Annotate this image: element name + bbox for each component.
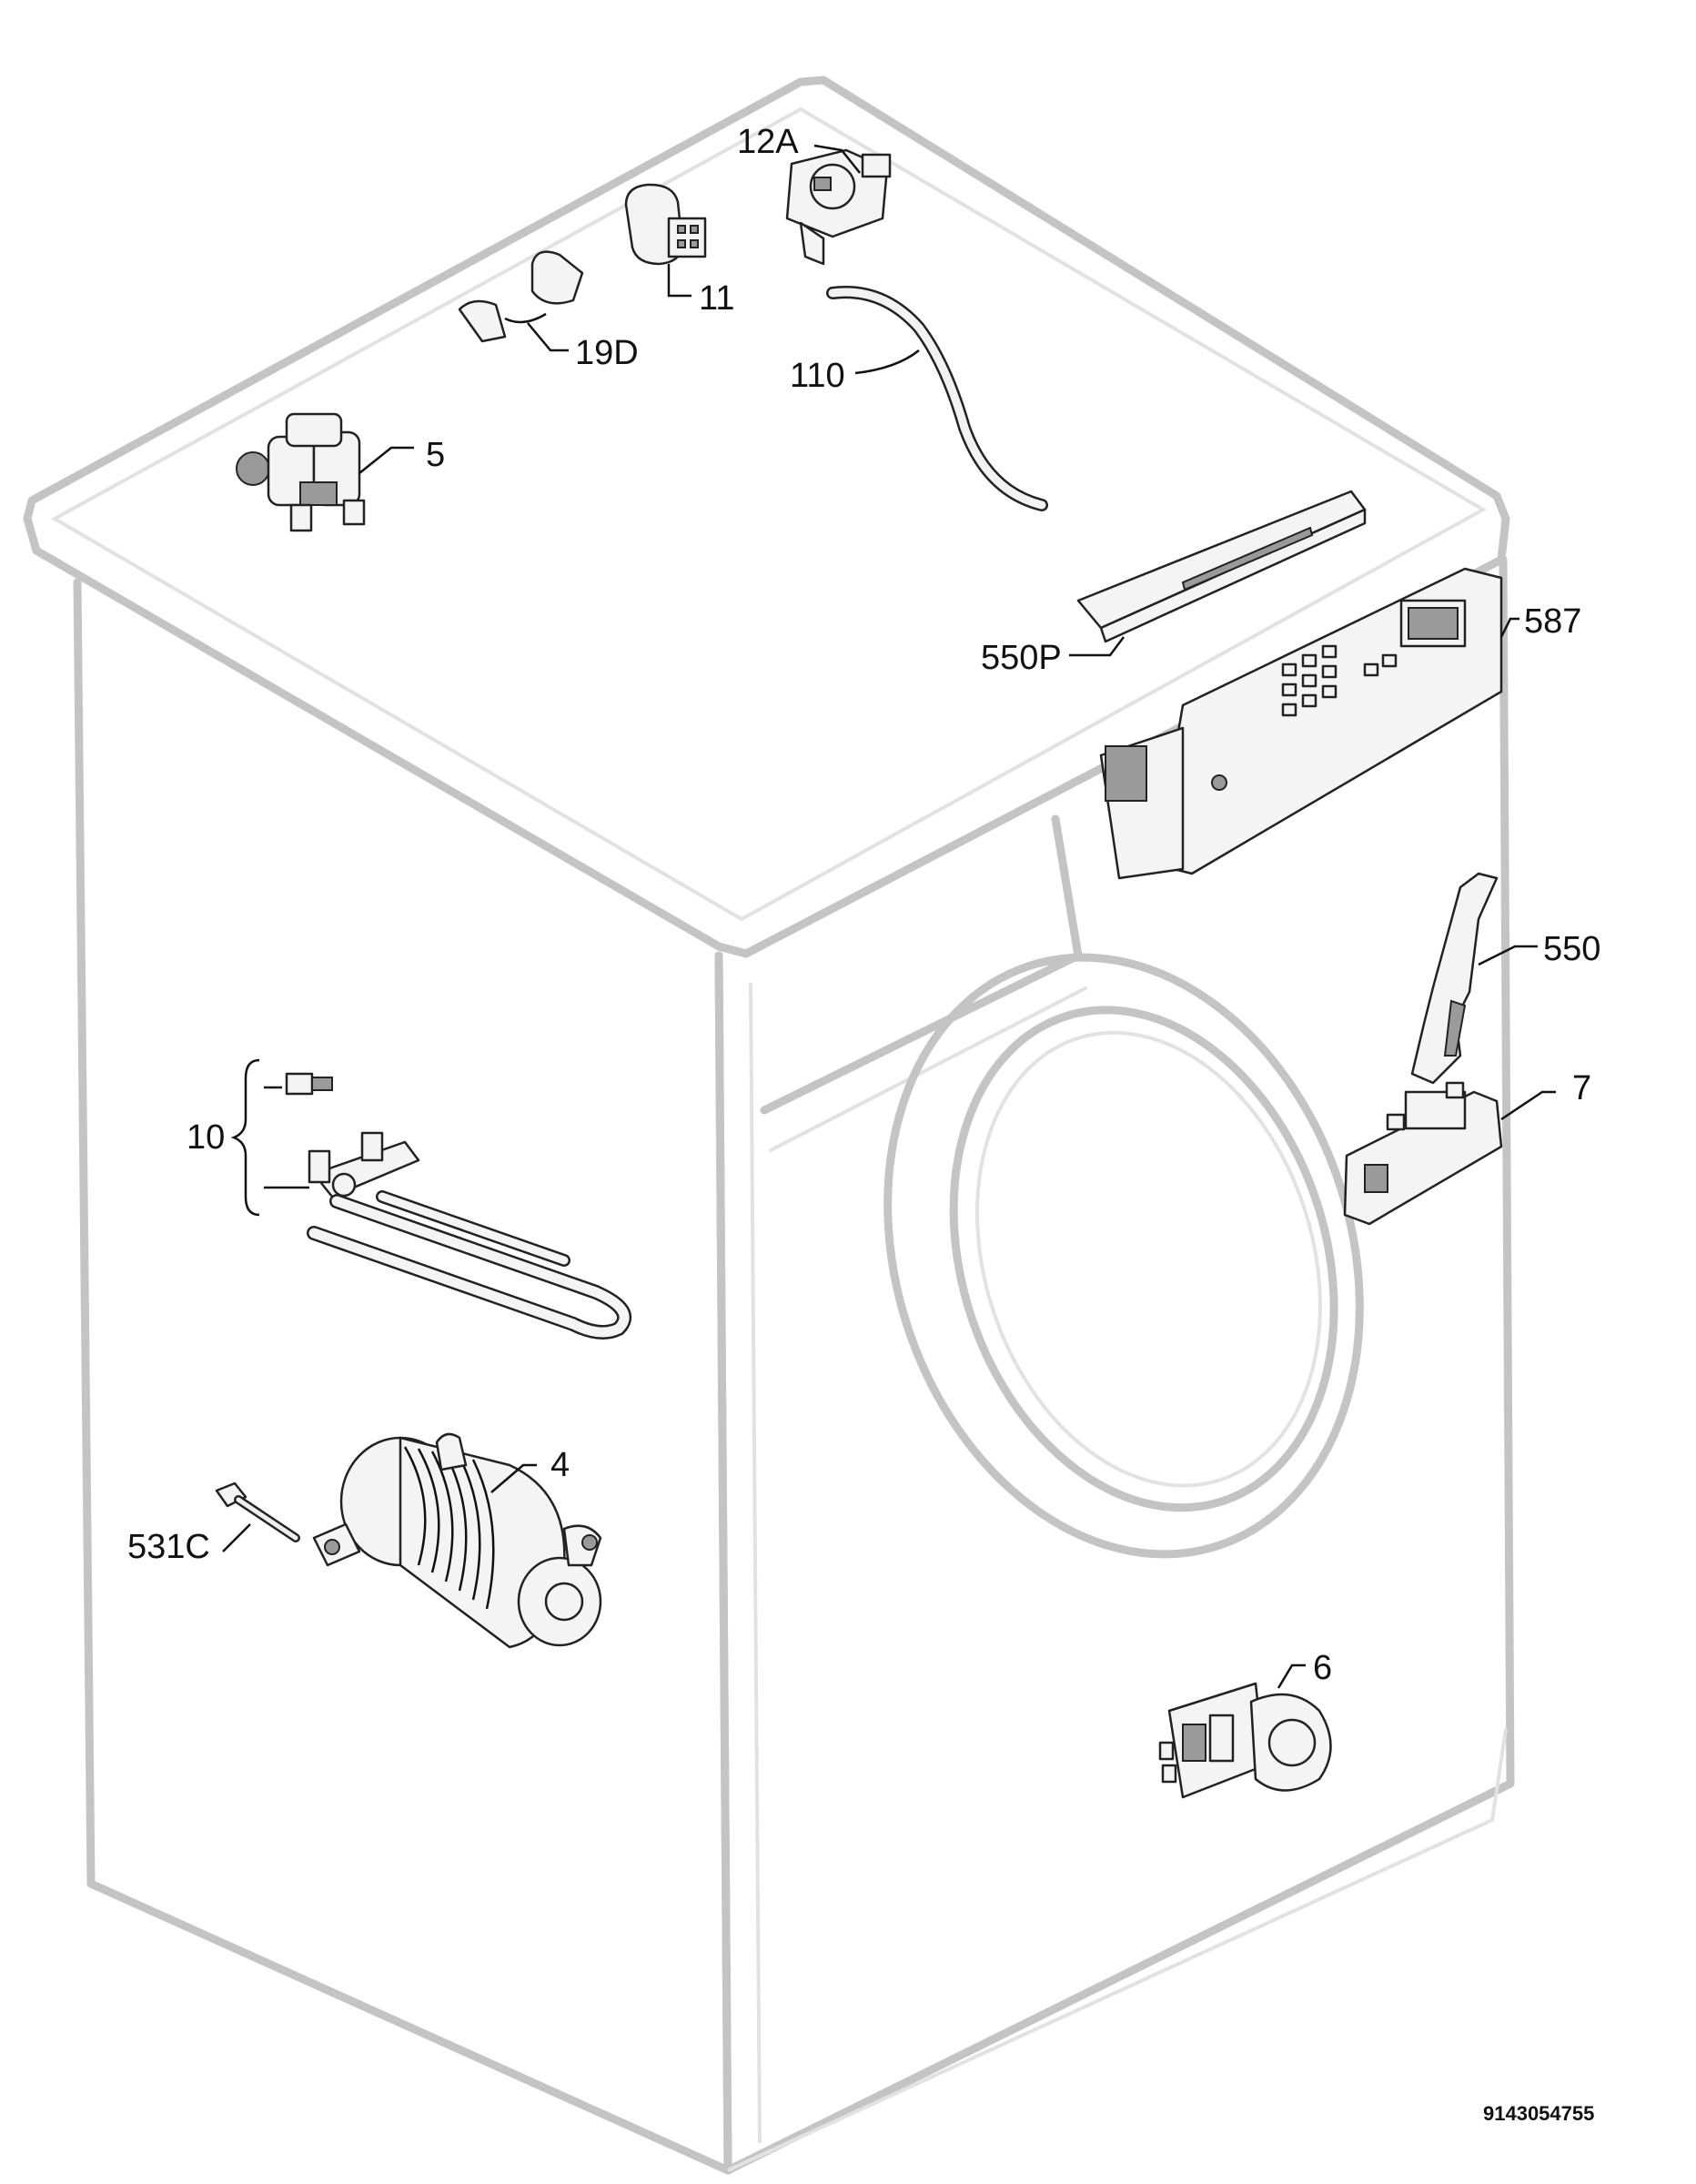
capacitor-part — [624, 183, 707, 266]
callout-550: 550 — [1543, 930, 1600, 968]
callout-587: 587 — [1524, 602, 1581, 641]
motor-part — [312, 1432, 602, 1649]
board-buttons — [1281, 644, 1398, 717]
hose-part — [826, 286, 1048, 511]
callout-531c: 531C — [127, 1528, 210, 1566]
leader-550p — [1069, 636, 1125, 657]
leader-12a — [813, 144, 861, 174]
document-id: 9143054755 — [1483, 2102, 1594, 2125]
panel-cover-part — [1076, 490, 1367, 643]
motor-coil-windings — [403, 1446, 495, 1610]
callout-7: 7 — [1572, 1069, 1591, 1107]
inlet-valve-part — [236, 412, 366, 532]
suppressor-clip-part — [458, 250, 584, 343]
heating-element-part — [285, 1072, 632, 1340]
leader-110 — [854, 349, 920, 375]
leader-587 — [1499, 617, 1519, 638]
callout-19d: 19D — [575, 334, 639, 372]
door-handle-part — [1410, 872, 1499, 1085]
screw-part — [215, 1481, 300, 1542]
drain-pump-part — [1158, 1682, 1332, 1799]
leader-531c — [222, 1523, 251, 1552]
callout-12a: 12A — [737, 123, 799, 161]
leader-7 — [1500, 1090, 1556, 1121]
callout-110: 110 — [790, 357, 845, 395]
leader-4 — [490, 1463, 537, 1493]
pressure-switch-part — [785, 148, 892, 266]
brace-10 — [230, 1058, 260, 1217]
callout-550p: 550P — [981, 639, 1062, 677]
electronic-board-part — [1099, 567, 1503, 880]
callout-5: 5 — [426, 436, 445, 474]
callout-4: 4 — [550, 1446, 570, 1484]
leader-11 — [667, 264, 692, 298]
callout-10: 10 — [187, 1118, 225, 1157]
cabinet-outline — [23, 76, 1515, 2175]
callout-6: 6 — [1313, 1649, 1332, 1687]
door-lock-part — [1343, 1081, 1503, 1226]
leader-550 — [1478, 945, 1538, 966]
leader-19d — [527, 322, 569, 352]
leader-6 — [1277, 1663, 1306, 1689]
leader-5 — [358, 446, 414, 474]
callout-11: 11 — [699, 279, 734, 318]
